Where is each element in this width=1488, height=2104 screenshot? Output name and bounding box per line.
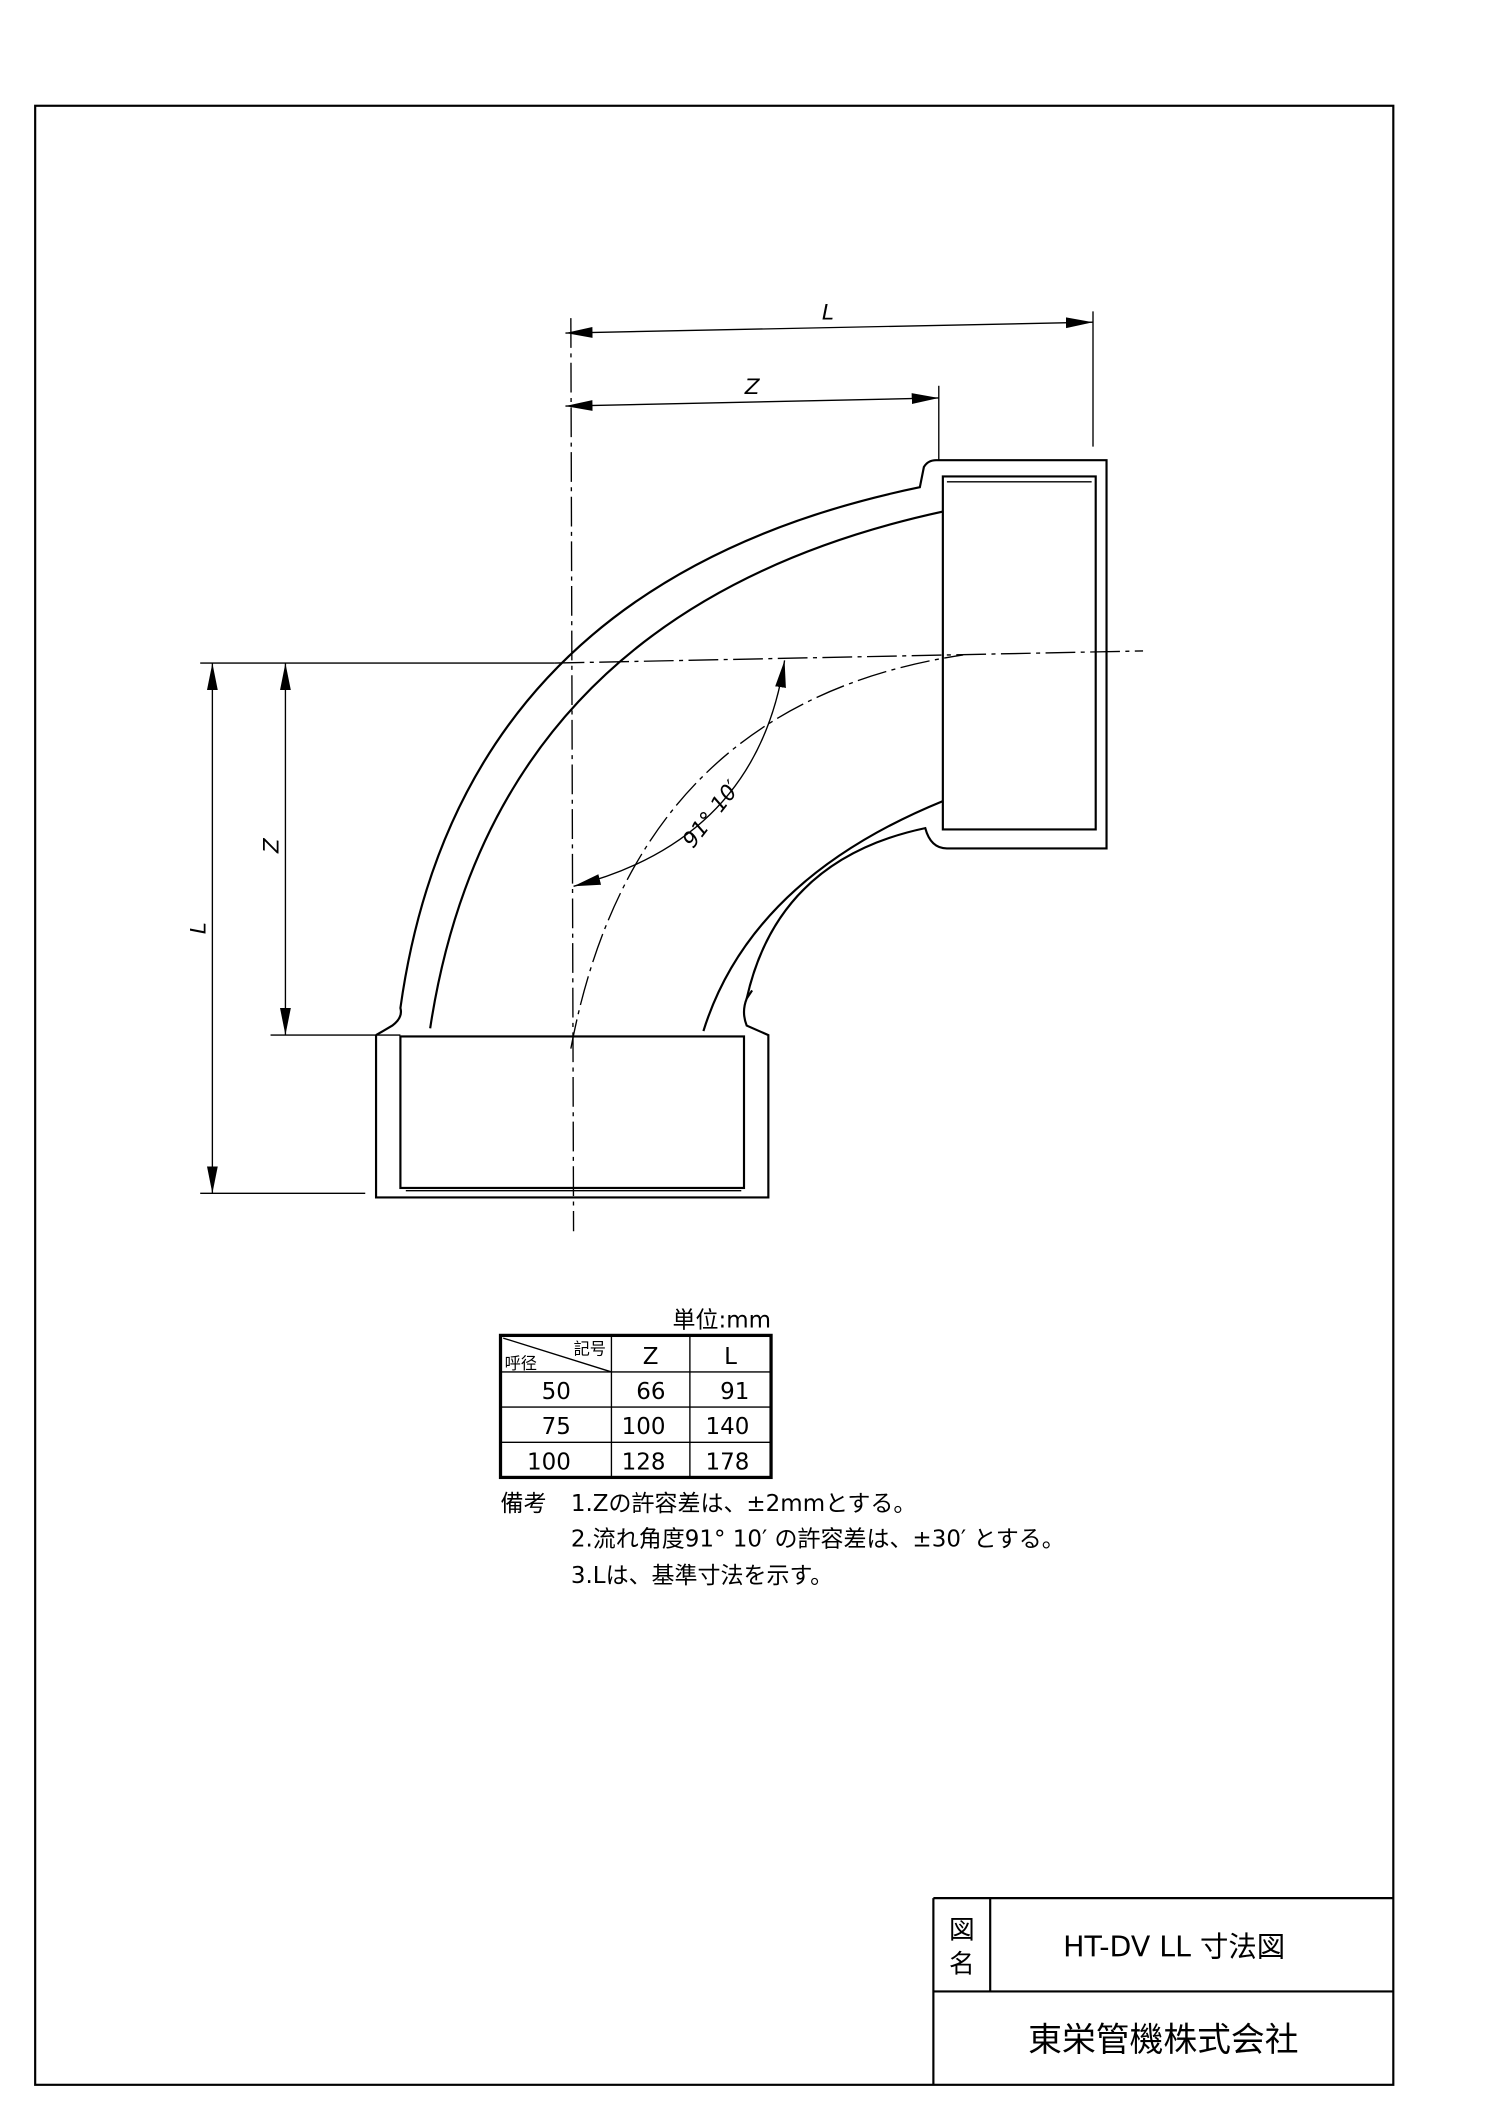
unit-label: 単位:mm [673, 1307, 772, 1333]
cell-l: 91 [720, 1379, 749, 1405]
drawing-name: HT-DV LL 寸法図 [1063, 1930, 1285, 1963]
dimensions [200, 311, 1094, 1195]
header-corner-symbol: 記号 [574, 1339, 606, 1358]
cell-size: 100 [527, 1449, 571, 1475]
cell-z: 66 [636, 1379, 665, 1405]
note-item: 1.Zの許容差は、±2mmとする。 [571, 1491, 917, 1517]
horizontal-centerline [554, 650, 1144, 664]
notes-heading: 備考 [501, 1491, 547, 1517]
cell-z: 128 [622, 1449, 666, 1475]
cell-size: 75 [542, 1414, 571, 1440]
header-z: Z [643, 1344, 659, 1370]
vertical-centerline [570, 318, 575, 1232]
note-item: 3.Lは、基準寸法を示す。 [571, 1563, 833, 1589]
note-item: 2.流れ角度91° 10′ の許容差は、±30′ とする。 [571, 1526, 1065, 1552]
elbow-fitting [374, 459, 1108, 1199]
dim-label-top-z: Z [744, 375, 761, 400]
dim-label-left-z: Z [260, 837, 285, 854]
header-corner-size: 呼径 [505, 1354, 537, 1373]
cell-l: 178 [706, 1449, 750, 1475]
dim-label-left-l: L [187, 922, 212, 934]
title-label-1: 図 [949, 1916, 975, 1946]
cell-size: 50 [542, 1379, 571, 1405]
title-label-2: 名 [949, 1950, 975, 1980]
company-name: 東栄管機株式会社 [1028, 2020, 1298, 2059]
cell-z: 100 [622, 1414, 666, 1440]
dim-label-top-l: L [822, 300, 834, 325]
drawing-frame [34, 104, 1395, 2086]
dimension-table: 記号 呼径 Z L 50 66 91 75 100 140 100 128 17… [498, 1333, 773, 1480]
cell-l: 140 [706, 1414, 750, 1440]
title-block: 図 名 HT-DV LL 寸法図 東栄管機株式会社 [932, 1897, 1394, 2085]
angle-label: 91° 10′ [678, 776, 746, 853]
header-l: L [724, 1344, 737, 1370]
flow-centerline-arc [570, 654, 964, 1049]
